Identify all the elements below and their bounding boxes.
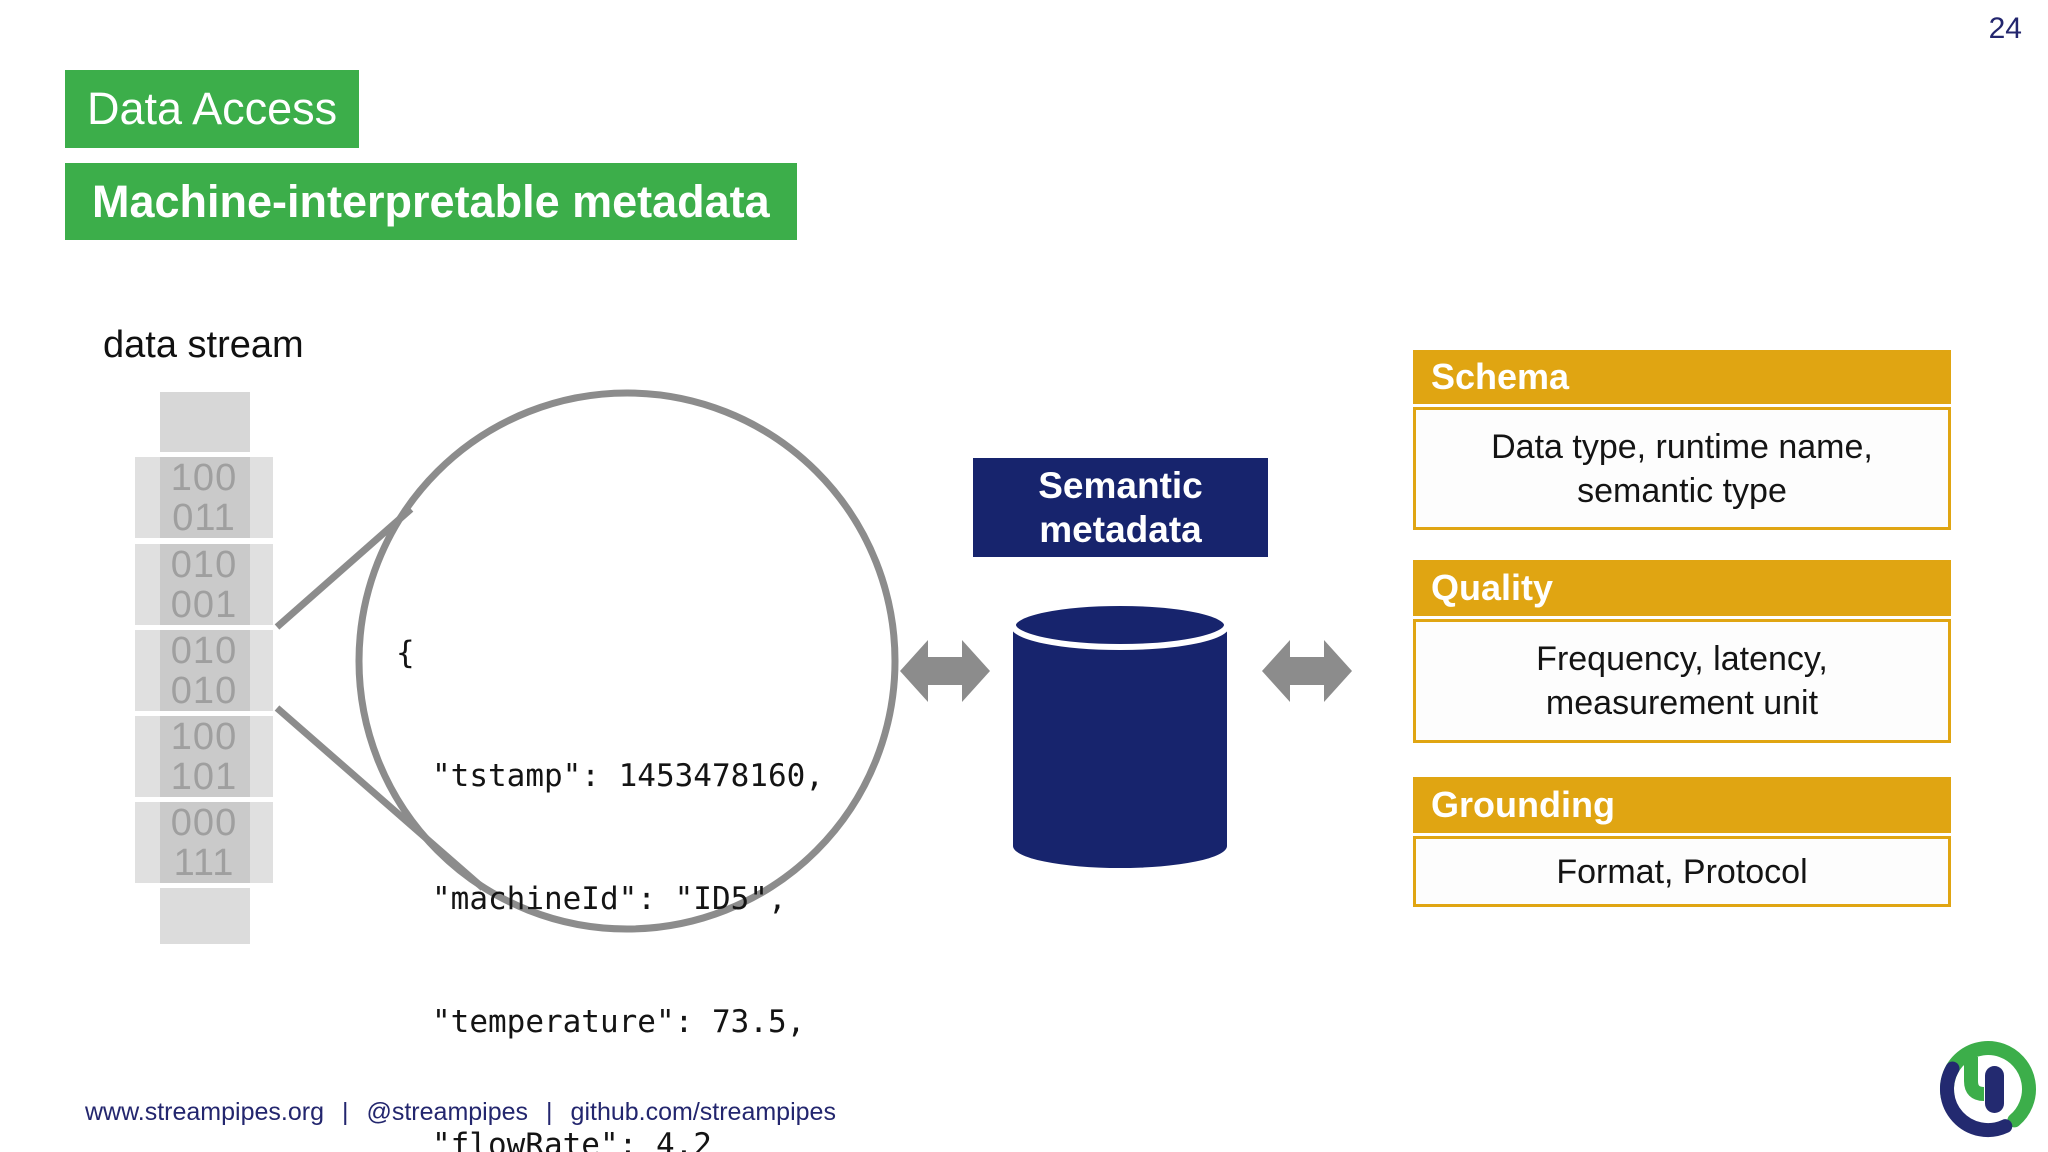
facet-grounding-header: Grounding <box>1413 777 1951 833</box>
footer-separator: | <box>341 1098 349 1126</box>
semantic-metadata-line2: metadata <box>1039 508 1202 550</box>
database-cylinder-icon <box>1010 600 1230 868</box>
packet-bits: 111 <box>173 841 235 884</box>
data-stream-label: data stream <box>103 324 304 366</box>
stream-column-shade <box>160 544 250 625</box>
packet-bits: 010 <box>170 629 238 672</box>
streampipes-logo-icon <box>1940 1041 2036 1137</box>
stream-column-shade <box>160 630 250 711</box>
stream-column-shade <box>160 716 250 797</box>
packet-bits: 011 <box>172 496 236 539</box>
json-line: "machineId": "ID5", <box>432 881 787 917</box>
footer-link-website: www.streampipes.org <box>85 1098 324 1126</box>
semantic-metadata-line1: Semantic <box>1038 464 1203 506</box>
packet-bits: 100 <box>170 715 238 758</box>
facet-grounding-body: Format, Protocol <box>1413 836 1951 907</box>
packet-bits: 010 <box>170 543 238 586</box>
section-label-text: Data Access <box>87 83 338 134</box>
packet-bits: 001 <box>170 583 238 626</box>
footer: www.streampipes.org | @streampipes | git… <box>85 1098 836 1127</box>
json-line: "temperature": 73.5, <box>432 1004 806 1040</box>
stream-edge-box-bottom <box>160 888 250 944</box>
footer-separator: | <box>546 1098 553 1126</box>
double-arrow-icon-right <box>1262 640 1352 702</box>
packet-bits: 101 <box>170 755 238 798</box>
footer-link-twitter: @streampipes <box>366 1098 529 1126</box>
json-line: "flowRate": 4.2 <box>432 1127 712 1152</box>
facet-schema-header: Schema <box>1413 350 1951 404</box>
stream-edge-box-top <box>160 392 250 452</box>
facet-schema-body: Data type, runtime name, semantic type <box>1413 407 1951 530</box>
facet-quality-body: Frequency, latency, measurement unit <box>1413 619 1951 743</box>
double-arrow-icon-left <box>900 640 990 702</box>
slide-title-badge: Machine-interpretable metadata <box>65 163 797 240</box>
json-payload: { "tstamp": 1453478160, "machineId": "ID… <box>396 551 824 1152</box>
packet-bits: 000 <box>170 801 238 844</box>
section-label-badge: Data Access <box>65 70 360 148</box>
facet-schema: Schema Data type, runtime name, semantic… <box>1413 350 1951 530</box>
stream-column-shade <box>160 802 250 883</box>
json-line: { <box>396 635 415 671</box>
page-number: 24 <box>1988 12 2022 45</box>
packet-bits: 100 <box>170 456 238 499</box>
facet-quality: Quality Frequency, latency, measurement … <box>1413 560 1951 743</box>
json-line: "tstamp": 1453478160, <box>432 758 824 794</box>
slide-title-text: Machine-interpretable metadata <box>92 175 770 227</box>
facet-grounding: Grounding Format, Protocol <box>1413 777 1951 907</box>
stream-column-shade <box>160 457 250 538</box>
facet-quality-header: Quality <box>1413 560 1951 616</box>
footer-link-github: github.com/streampipes <box>570 1098 836 1126</box>
packet-bits: 010 <box>170 669 238 712</box>
semantic-metadata-box: Semantic metadata <box>973 458 1268 557</box>
callout-line-upper <box>274 506 414 630</box>
